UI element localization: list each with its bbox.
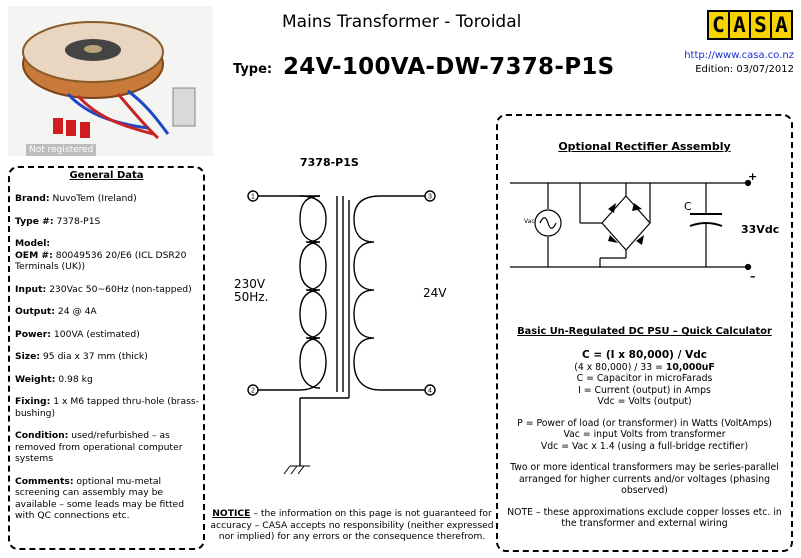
rectifier-title: Optional Rectifier Assembly (558, 140, 731, 153)
pin-3-label: 3 (428, 194, 432, 201)
example-result: 10,000uF (665, 361, 715, 373)
schematic-title: 7378-P1S (300, 156, 359, 169)
capacitor-label: C (684, 200, 692, 213)
secondary-voltage-label: 24V (423, 286, 447, 300)
definition-vdc-calc: Vdc = Vac x 1.4 (using a full-bridge rec… (540, 440, 749, 452)
pin-2-label: 2 (251, 388, 255, 395)
logo-letter: S (751, 12, 772, 38)
general-data-value: 95 dia x 37 mm (thick) (40, 351, 148, 362)
general-data-label: Type #: (15, 215, 54, 227)
general-data-value: optional mu-metal screening can assembly… (15, 475, 185, 522)
calculator-body: C = (I x 80,000) / Vdc (4 x 80,000) / 33… (496, 349, 793, 530)
general-data-label: Power: (15, 328, 51, 340)
capacitor-formula: C = (I x 80,000) / Vdc (582, 349, 707, 361)
general-data-item: Comments: optional mu-metal screening ca… (15, 476, 201, 522)
general-data-label: Brand: (15, 193, 50, 204)
general-data-value: 7378-P1S (53, 215, 101, 227)
primary-frequency: 50Hz. (234, 290, 269, 304)
primary-voltage-label: 230V 50Hz. (234, 278, 268, 304)
general-data-item: Size: 95 dia x 37 mm (thick) (15, 351, 201, 363)
product-photo (8, 6, 213, 156)
general-data-title: General Data (69, 170, 144, 181)
general-data-item: Output: 24 @ 4A (15, 306, 201, 318)
negative-terminal: – (750, 270, 756, 283)
example-expression: (4 x 80,000) / 33 = (574, 361, 666, 373)
general-data-label: Size: (15, 351, 41, 362)
definition-vdc: Vdc = Volts (output) (597, 396, 692, 407)
definition-p: P = Power of load (or transformer) in Wa… (517, 417, 772, 429)
general-data-item: Weight: 0.98 kg (15, 374, 201, 386)
general-data-value: 24 @ 4A (54, 306, 97, 317)
general-data-item: Type #: 7378-P1S (15, 216, 201, 228)
general-data-value: used/refurbished – as removed from opera… (15, 430, 183, 464)
positive-terminal: + (748, 170, 758, 183)
vac-label: Vac (524, 218, 535, 225)
website-link[interactable]: http://www.casa.co.nz (684, 50, 794, 61)
casa-logo: C A S A (707, 10, 793, 40)
general-data-value: 100VA (estimated) (50, 328, 140, 340)
general-data-label: Output: (15, 306, 55, 317)
general-data-label: Comments: (15, 475, 74, 487)
pin-1-label: 1 (251, 194, 255, 201)
type-value: 24V-100VA-DW-7378-P1S (283, 54, 615, 80)
general-data-item: Input: 230Vac 50~60Hz (non-tapped) (15, 284, 201, 296)
notice-body: – the information on this page is not gu… (210, 508, 494, 542)
formula-example: (4 x 80,000) / 33 = 10,000uF (496, 362, 793, 374)
toroid-illustration (22, 21, 196, 140)
general-data-item: Power: 100VA (estimated) (15, 329, 201, 341)
general-data-label: Model: OEM #: (15, 238, 53, 261)
output-voltage: 33Vdc (741, 223, 780, 236)
calculator-title: Basic Un-Regulated DC PSU – Quick Calcul… (517, 326, 772, 337)
notice-label: NOTICE (212, 508, 251, 519)
notice-text: NOTICE – the information on this page is… (207, 508, 497, 543)
series-parallel-note: Two or more identical transformers may b… (510, 462, 779, 496)
logo-letter: A (730, 12, 751, 38)
rectifier-box (496, 114, 793, 552)
primary-voltage: 230V (234, 277, 266, 291)
general-data-value: NuvoTem (Ireland) (49, 193, 137, 204)
losses-note: NOTE – these approximations exclude copp… (507, 506, 782, 530)
definition-i: I = Current (output) in Amps (578, 384, 711, 396)
general-data-item: Condition: used/refurbished – as removed… (15, 430, 201, 465)
logo-letter: C (709, 12, 730, 38)
general-data-list: Brand: NuvoTem (Ireland) Type #: 7378-P1S… (15, 193, 201, 533)
general-data-item: Fixing: 1 x M6 tapped thru-hole (brass-b… (15, 396, 201, 419)
general-data-item: Brand: NuvoTem (Ireland) (15, 193, 201, 205)
general-data-value: 80049536 20/E6 (ICL DSR20 Terminals (UK)… (15, 249, 187, 273)
watermark-label: Not registered (26, 144, 97, 156)
general-data-value: 0.98 kg (55, 373, 93, 385)
definition-vac: Vac = input Volts from transformer (563, 429, 726, 440)
general-data-box (8, 166, 205, 550)
general-data-value: 230Vac 50~60Hz (non-tapped) (46, 283, 192, 295)
general-data-label: Fixing: (15, 396, 51, 407)
general-data-label: Input: (15, 283, 47, 295)
pin-4-label: 4 (428, 388, 432, 395)
definition-c: C = Capacitor in microFarads (576, 373, 713, 384)
general-data-label: Condition: (15, 430, 69, 441)
edition-date: Edition: 03/07/2012 (695, 64, 794, 75)
logo-letter: A (775, 13, 788, 37)
general-data-label: Weight: (15, 373, 56, 385)
general-data-item: Model: OEM #: 80049536 20/E6 (ICL DSR20 … (15, 238, 201, 273)
type-label: Type: (233, 62, 273, 77)
general-data-value: 1 x M6 tapped thru-hole (brass-bushing) (15, 396, 199, 419)
page-title: Mains Transformer - Toroidal (282, 12, 522, 32)
